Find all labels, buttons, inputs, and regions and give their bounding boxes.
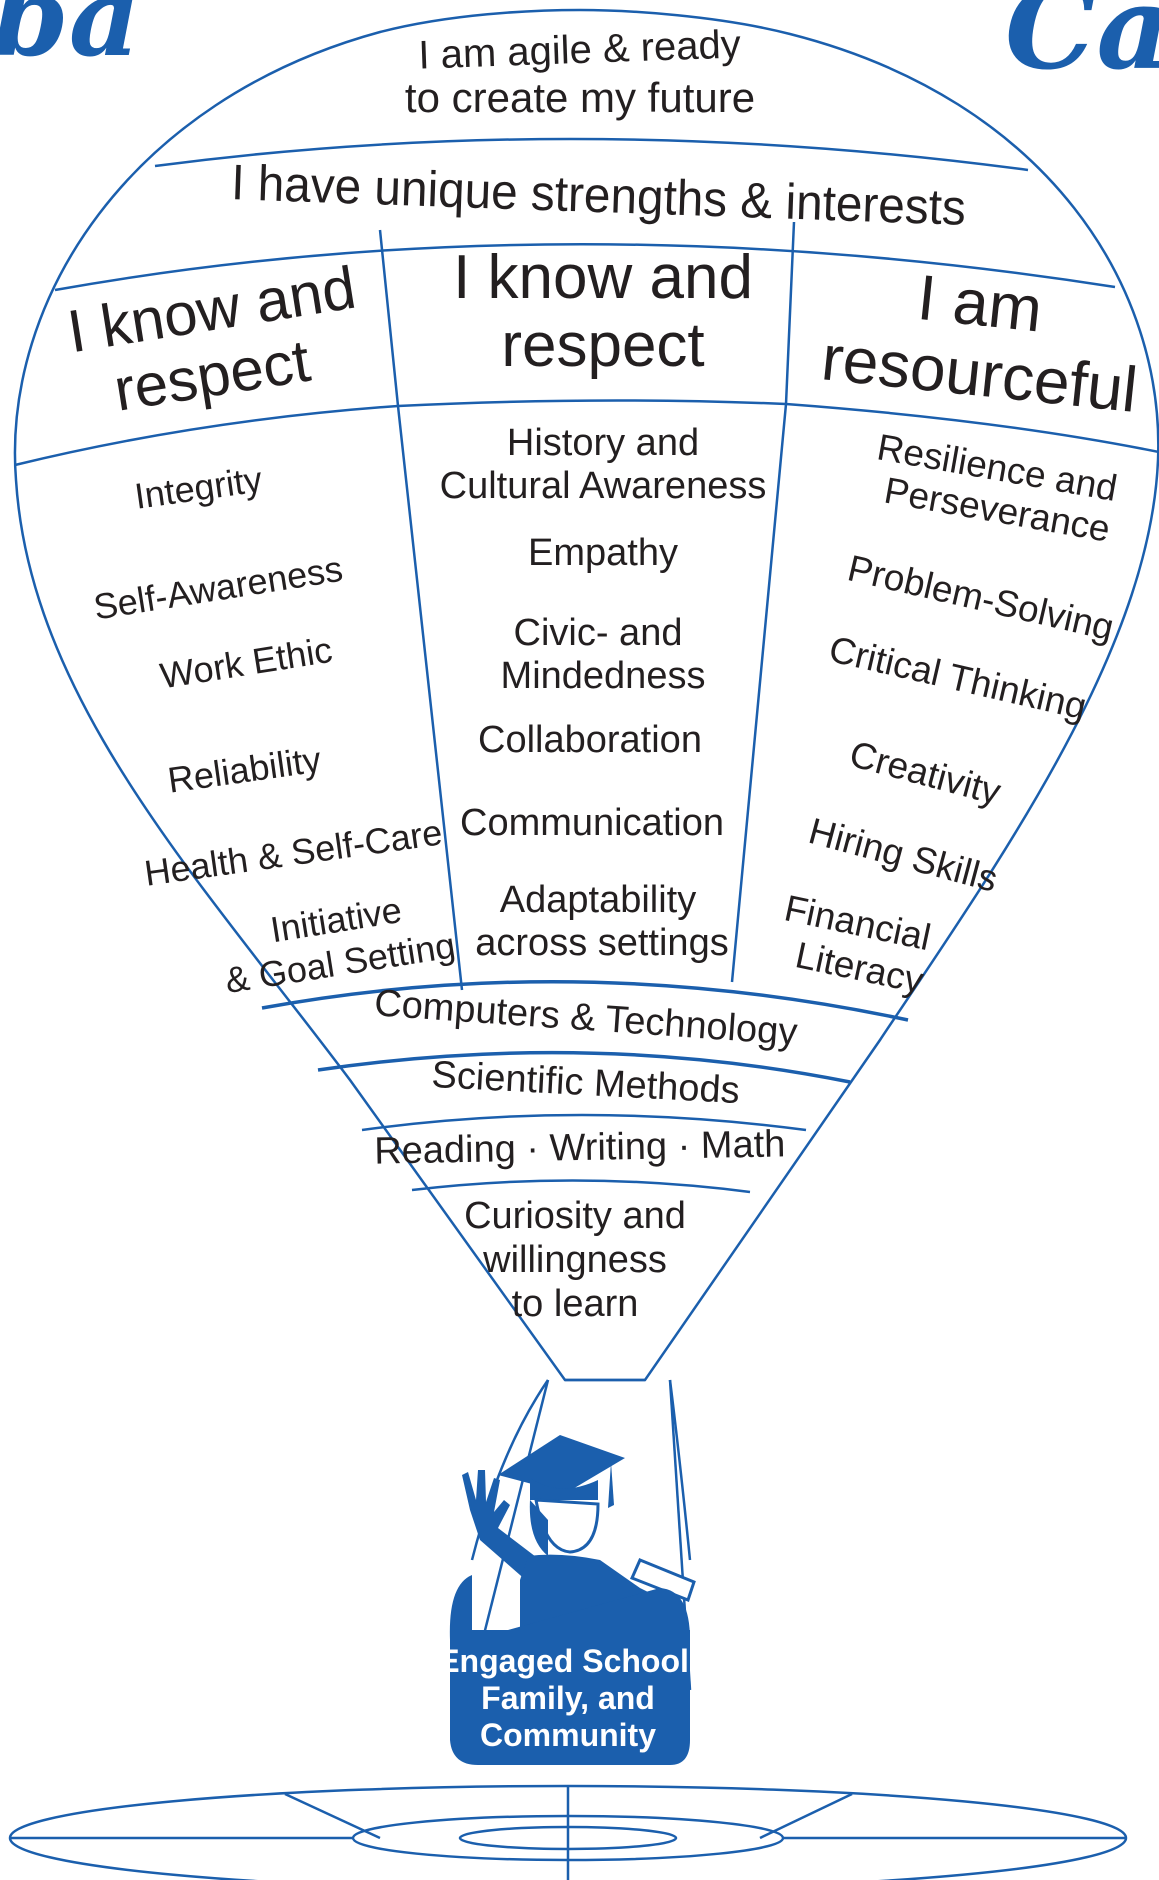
left-item-self-awareness: Self-Awareness bbox=[91, 548, 346, 628]
left-item-work-ethic: Work Ethic bbox=[157, 629, 335, 697]
middle-item-history: History and bbox=[507, 422, 699, 464]
column-divider-left bbox=[378, 229, 464, 991]
column-heading-right-line-1: I am bbox=[914, 261, 1045, 346]
basket-label-line-3: Community bbox=[480, 1717, 656, 1753]
middle-item-cultural-awareness: Cultural Awareness bbox=[440, 465, 767, 507]
right-item-problem-solving: Problem-Solving bbox=[844, 547, 1118, 648]
column-heading-middle-line-2: respect bbox=[501, 311, 704, 380]
crown-text-line-2: to create my future bbox=[405, 74, 755, 121]
middle-item-civic: Civic- and bbox=[514, 612, 683, 654]
right-item-critical-thinking: Critical Thinking bbox=[825, 628, 1090, 727]
band-line-headings-right bbox=[785, 402, 1159, 454]
band-line-headings-left bbox=[14, 404, 399, 467]
right-item-hiring-skills: Hiring Skills bbox=[805, 810, 1002, 900]
crown-text-line-1: I am agile & ready bbox=[418, 22, 742, 77]
basket-label-line-2: Family, and bbox=[481, 1680, 655, 1716]
middle-item-adaptability: Adaptability bbox=[500, 879, 696, 921]
left-column-items: Integrity Self-Awareness Work Ethic Reli… bbox=[91, 458, 458, 1001]
script-heading-right: Ca bbox=[1005, 0, 1159, 96]
script-heading-left: ba bbox=[0, 0, 140, 81]
middle-item-collaboration: Collaboration bbox=[478, 719, 702, 761]
band-curiosity-line-2: willingness bbox=[482, 1239, 667, 1281]
band-line-headings-mid bbox=[397, 399, 787, 408]
column-divider-right bbox=[730, 221, 796, 983]
left-item-reliability: Reliability bbox=[165, 739, 323, 801]
column-heading-middle-line-1: I know and bbox=[453, 243, 753, 312]
middle-item-across-settings: across settings bbox=[475, 922, 728, 964]
column-heading-right: I am resourceful bbox=[818, 261, 1140, 426]
middle-item-empathy: Empathy bbox=[528, 532, 678, 574]
band-science-text: Scientific Methods bbox=[431, 1054, 741, 1112]
band-line-basics-bottom bbox=[411, 1179, 751, 1194]
balloon-outline bbox=[13, 8, 1159, 1382]
basket-label-line-1: Engaged School, bbox=[438, 1643, 698, 1679]
left-item-health: Health & Self-Care bbox=[142, 811, 445, 893]
landing-pad bbox=[8, 1784, 1128, 1880]
band-curiosity-line-1: Curiosity and bbox=[464, 1195, 686, 1237]
balloon-envelope bbox=[13, 8, 1159, 1382]
band-line-technology-top bbox=[261, 979, 909, 1022]
column-heading-middle: I know and respect bbox=[453, 243, 753, 380]
band-curiosity-line-3: to learn bbox=[512, 1283, 639, 1325]
strengths-band-text: I have unique strengths & interests bbox=[230, 154, 967, 236]
right-item-creativity: Creativity bbox=[845, 733, 1005, 813]
band-line-science-bottom bbox=[361, 1113, 807, 1132]
right-column-items: Resilience and Perseverance Problem-Solv… bbox=[781, 426, 1120, 1001]
band-line-technology-bottom bbox=[317, 1050, 851, 1084]
band-basics-text: Reading · Writing · Math bbox=[374, 1123, 786, 1172]
middle-column-items: History and Cultural Awareness Empathy C… bbox=[440, 422, 767, 964]
middle-item-communication: Communication bbox=[460, 802, 724, 844]
basket: Engaged School, Family, and Community bbox=[438, 1575, 698, 1765]
left-item-integrity: Integrity bbox=[132, 458, 265, 516]
band-line-strengths bbox=[54, 242, 1116, 292]
middle-item-mindedness: Mindedness bbox=[501, 655, 706, 697]
band-line-crown bbox=[154, 137, 1029, 172]
